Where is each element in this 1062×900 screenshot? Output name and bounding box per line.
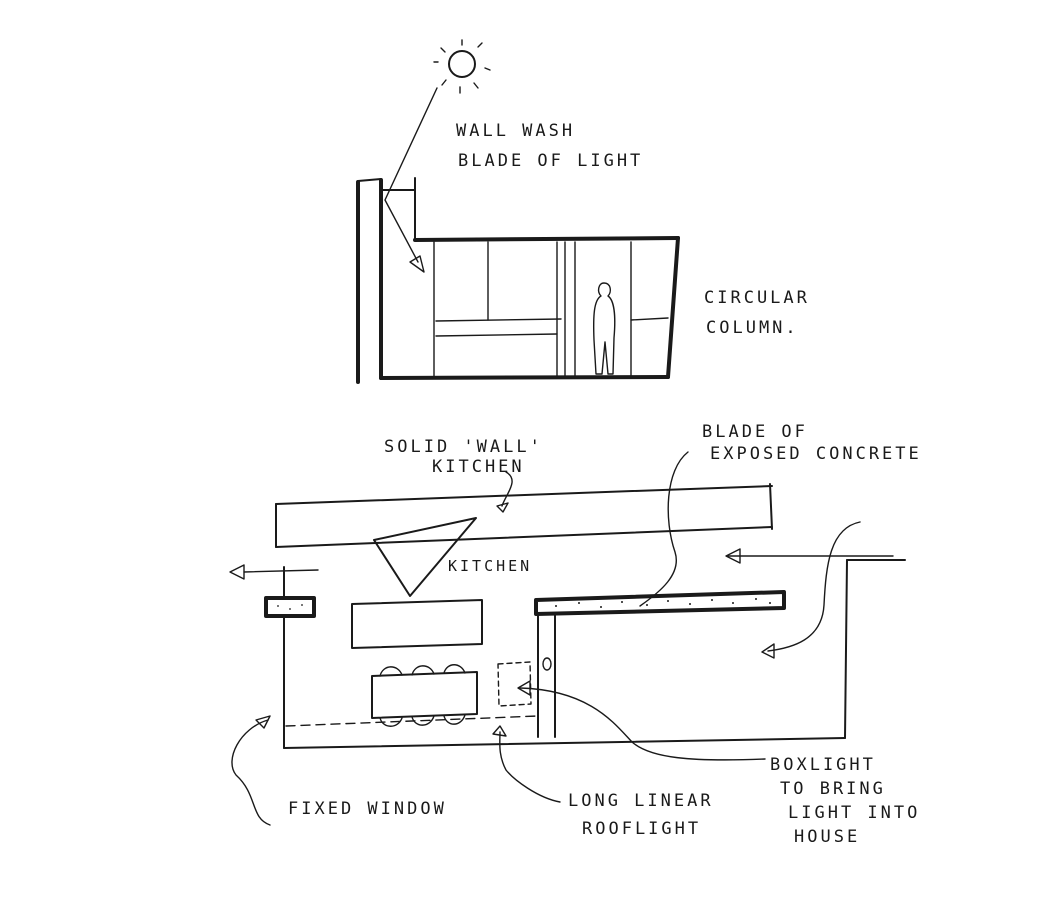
circular-column-plan — [537, 613, 556, 738]
label-long-linear: Long Linear — [568, 791, 714, 811]
plan-solid-wall — [275, 483, 773, 548]
label-solid-wall: Solid 'Wall' — [384, 437, 543, 457]
rooflight-dashed — [285, 661, 539, 727]
kitchen-hood-triangle — [373, 517, 477, 597]
label-rooflight: Rooflight — [582, 819, 702, 839]
kitchen-island — [351, 599, 483, 649]
label-fixed-window: Fixed Window — [288, 799, 447, 819]
label-wall-wash: Wall Wash — [456, 121, 576, 141]
concrete-blade-wall — [534, 590, 786, 616]
sun-icon — [433, 39, 491, 94]
annotation-arrows — [229, 451, 894, 826]
section-wall-blade — [356, 177, 416, 384]
concrete-pier — [264, 596, 316, 618]
label-light-into: Light into — [788, 803, 921, 823]
label-house: House — [794, 827, 861, 847]
label-kitchen: Kitchen — [448, 557, 533, 575]
label-column: Column. — [706, 318, 799, 338]
label-circular: Circular — [704, 288, 810, 308]
label-boxlight: Boxlight — [770, 755, 876, 775]
label-solid-wall-kitchen: Kitchen — [432, 457, 525, 477]
label-blade-of-light: Blade of Light — [458, 151, 644, 171]
label-to-bring: to Bring — [780, 779, 886, 799]
human-figure-icon — [592, 282, 616, 375]
light-ray — [384, 87, 438, 273]
section-interior-lines — [433, 241, 669, 378]
dining-table — [371, 664, 478, 727]
label-exposed-concrete: Exposed Concrete — [710, 444, 922, 464]
section-building-outline — [379, 236, 680, 380]
label-blade-of: Blade of — [702, 422, 808, 442]
plan-outer-walls — [283, 559, 906, 749]
